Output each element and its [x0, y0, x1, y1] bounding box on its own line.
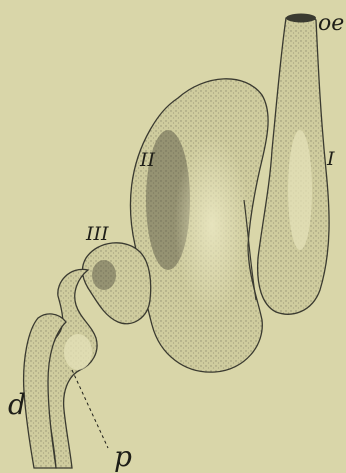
label-II: II: [139, 149, 156, 171]
label-d: d: [8, 388, 26, 421]
p-pointer-line: [72, 370, 108, 448]
label-oe: oe: [318, 11, 344, 36]
oesophagus-opening: [286, 14, 316, 23]
chamber-III: [82, 243, 150, 324]
label-I: I: [326, 148, 335, 170]
label-III: III: [85, 223, 109, 245]
label-p: p: [114, 440, 132, 473]
